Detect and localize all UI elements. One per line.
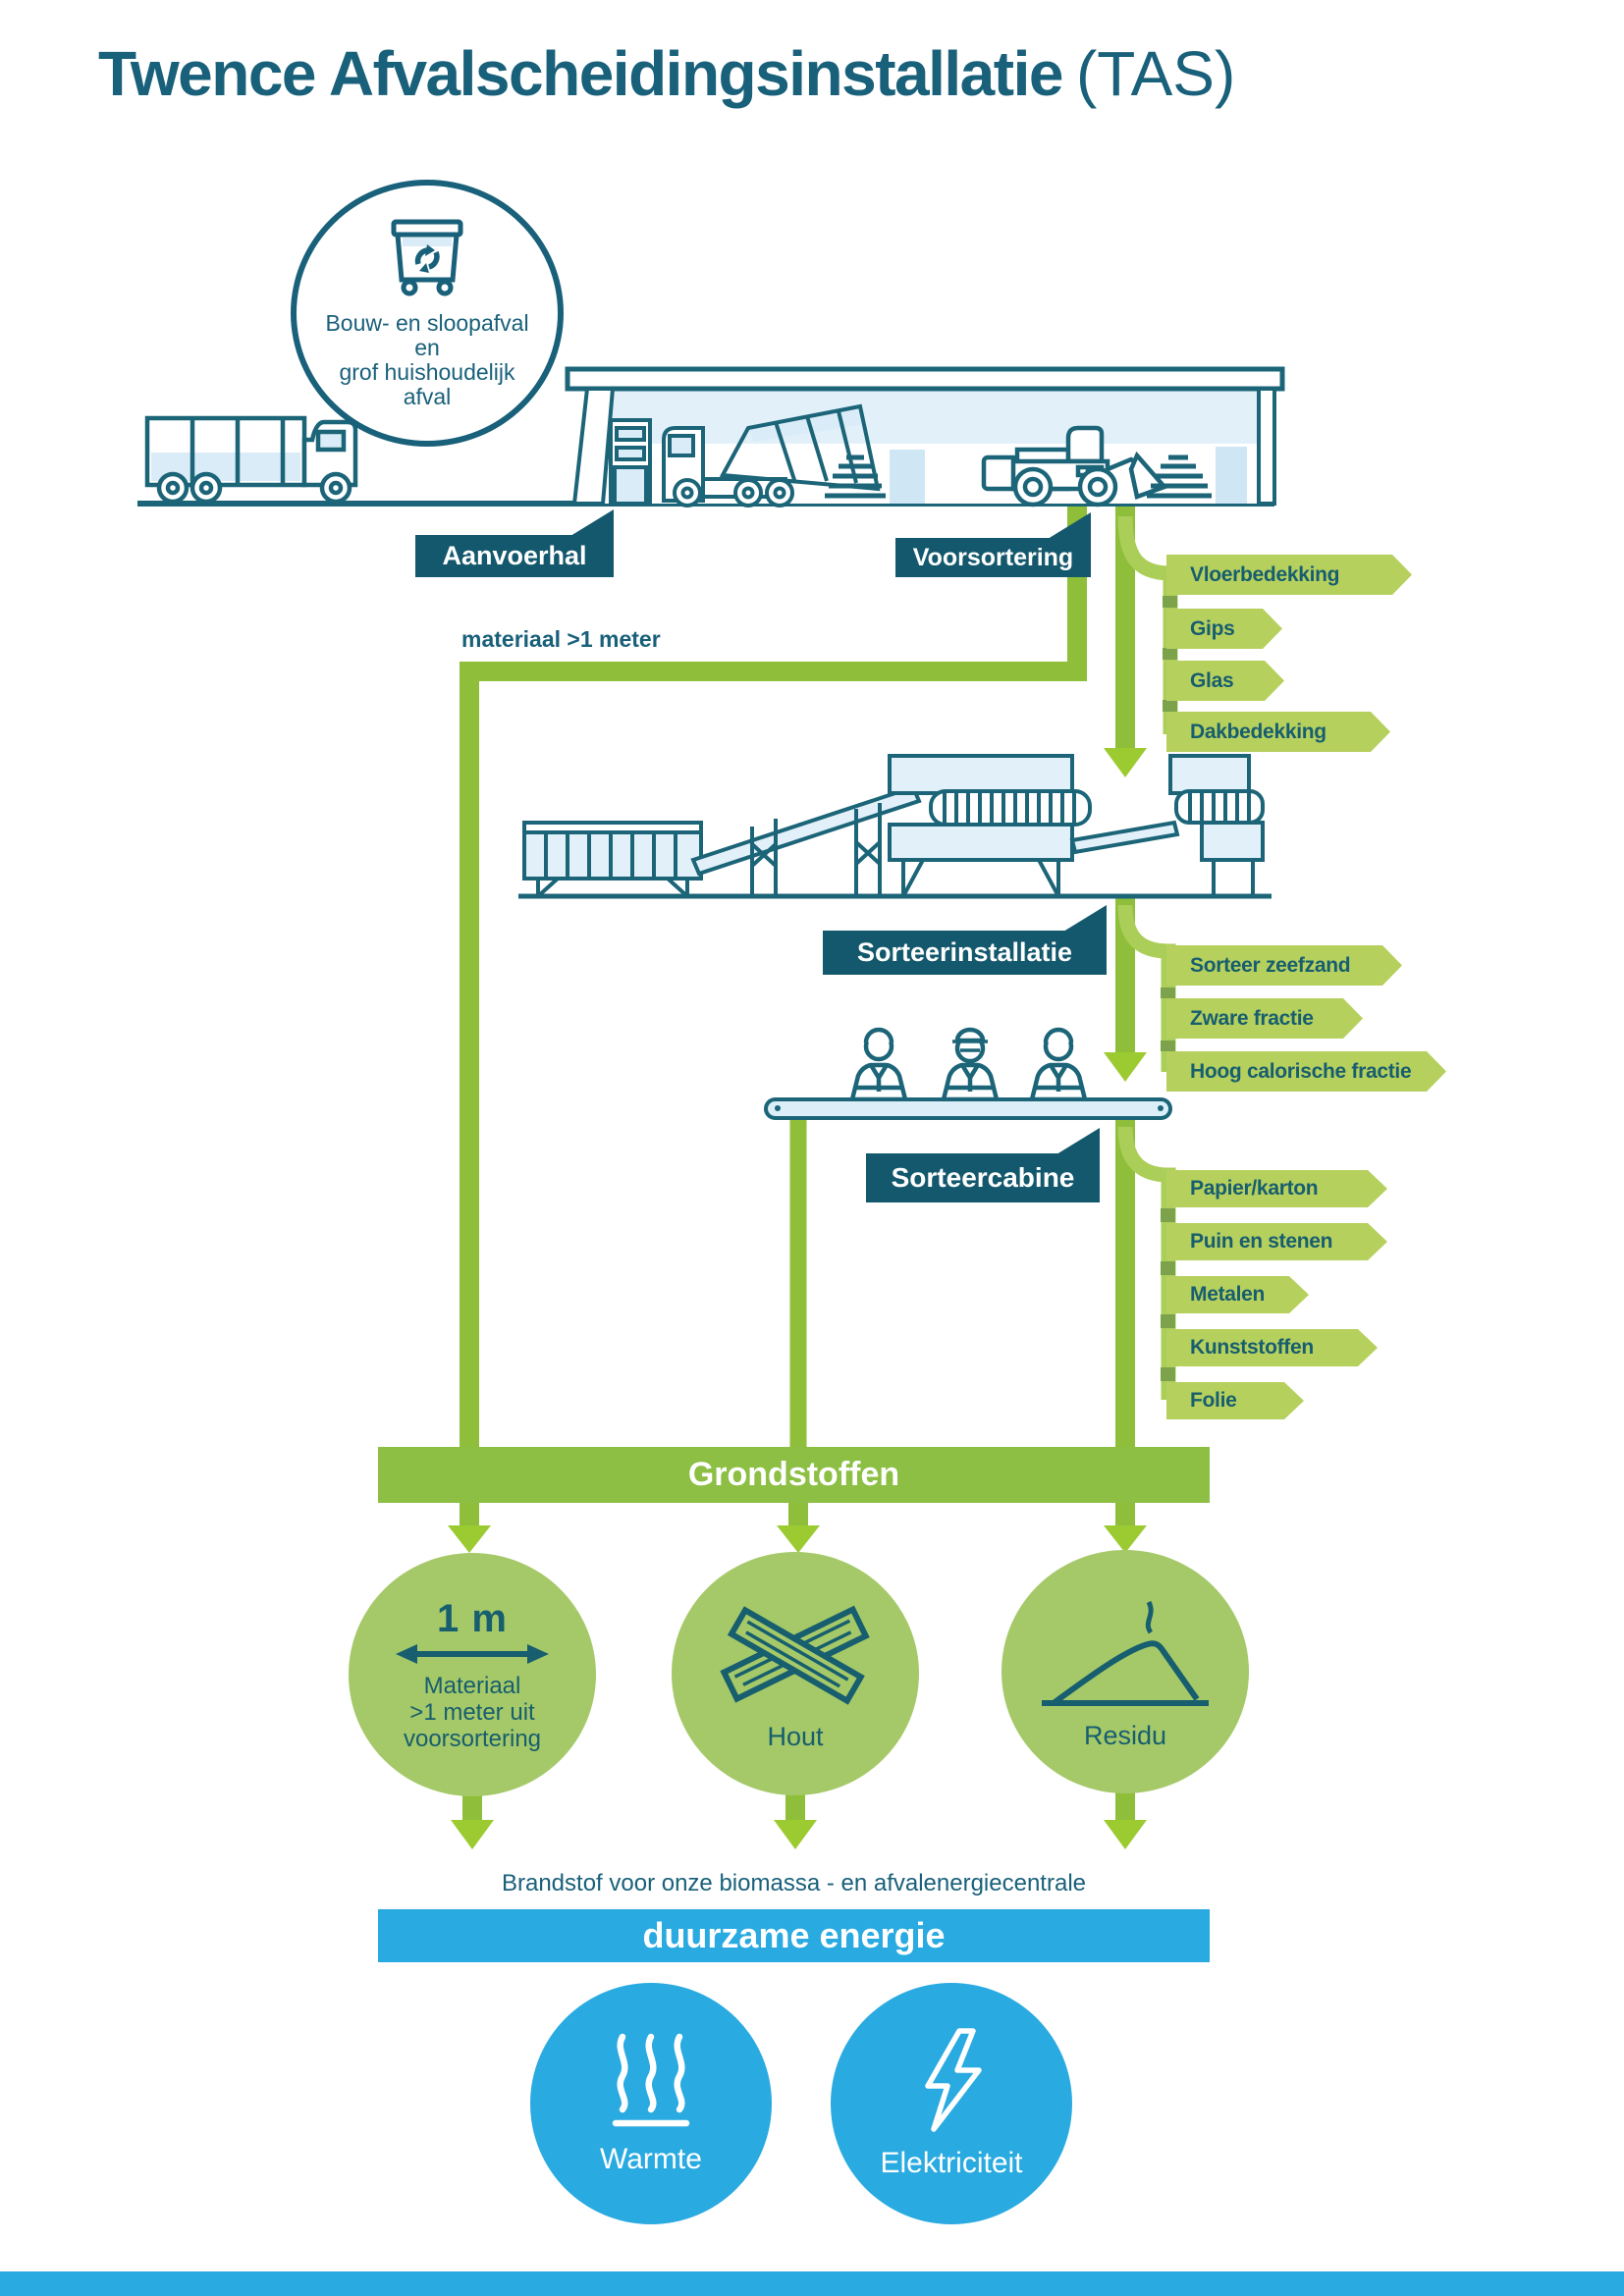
label-sorteerinstallatie: Sorteerinstallatie [823,931,1107,975]
intake-circle: Bouw- en sloopafval en grof huishoudelij… [291,180,564,447]
partition-wall [1216,447,1247,504]
tag-folie: Folie [1166,1382,1304,1419]
output-label: Residu [1083,1720,1167,1750]
grondstoffen-bar: Grondstoffen [378,1447,1210,1503]
waste-pile [825,454,886,499]
duurzame-energie-bar: duurzame energie [378,1909,1210,1962]
flow-note-materiaal: materiaal >1 meter [461,626,661,652]
output-circle-materiaal: 1 m Materiaal >1 meter uit voorsortering [349,1553,596,1796]
tag-hoog-calorische-fractie: Hoog calorische fractie [1166,1051,1446,1092]
page-title: Twence Afvalscheidingsinstallatie(TAS) [98,37,1235,110]
output-label: Hout [767,1721,824,1751]
measure-value: 1 m [437,1597,508,1640]
waste-pile [1147,454,1212,499]
sorting-cabin [764,1027,1172,1120]
page-title-main: Twence Afvalscheidingsinstallatie [98,38,1063,109]
tag-vloerbedekking: Vloerbedekking [1166,555,1412,595]
door [609,418,652,506]
tag-glas: Glas [1166,661,1284,701]
energy-label: Warmte [600,2143,702,2175]
aanvoerhal-building [565,366,1285,507]
conveyor-belt [764,1097,1172,1120]
electricity-icon [925,2028,982,2132]
fuel-note: Brandstof voor onze biomassa - en afvale… [501,1870,1086,1896]
energy-circle-warmte: Warmte [530,1983,772,2224]
energy-circle-elektriciteit: Elektriciteit [831,1983,1072,2224]
partition-wall [890,450,925,504]
sorting-machine [518,754,1272,899]
wheel-loader-icon [981,425,1168,507]
measure-arrow-icon [396,1644,549,1664]
tag-gips: Gips [1166,609,1282,649]
tag-zware-fractie: Zware fractie [1166,998,1363,1039]
label-sorteercabine: Sorteercabine [866,1153,1100,1202]
output-circle-hout: Hout [672,1552,919,1795]
residue-pile-icon [1042,1600,1209,1706]
tag-sorteer-zeefzand: Sorteer zeefzand [1166,945,1402,986]
tipping-truck-icon [662,403,881,507]
heat-icon [612,2033,690,2127]
footer-strip [0,2271,1624,2296]
flow-line-material-1m [460,504,1087,1449]
waste-container-icon [391,219,463,296]
tag-papier-karton: Papier/karton [1166,1170,1387,1207]
workers-icon [849,1027,1088,1102]
tag-kunststoffen: Kunststoffen [1166,1329,1378,1366]
page-title-suffix: (TAS) [1075,38,1236,109]
intake-label: Bouw- en sloopafval en grof huishoudelij… [325,310,529,409]
tag-dakbedekking: Dakbedekking [1166,712,1390,752]
output-label: Materiaal >1 meter uit voorsortering [403,1673,542,1752]
wood-planks-icon [720,1605,870,1705]
tag-connector-stubs [1161,596,1177,1381]
tag-metalen: Metalen [1166,1276,1309,1313]
flow-arrowheads [448,748,1147,1849]
tag-puin-en-stenen: Puin en stenen [1166,1223,1387,1260]
label-voorsortering: Voorsortering [895,538,1091,577]
energy-label: Elektriciteit [880,2147,1023,2179]
label-aanvoerhal: Aanvoerhal [415,535,614,577]
output-circle-residu: Residu [1001,1550,1249,1793]
garbage-truck-icon [144,415,358,505]
